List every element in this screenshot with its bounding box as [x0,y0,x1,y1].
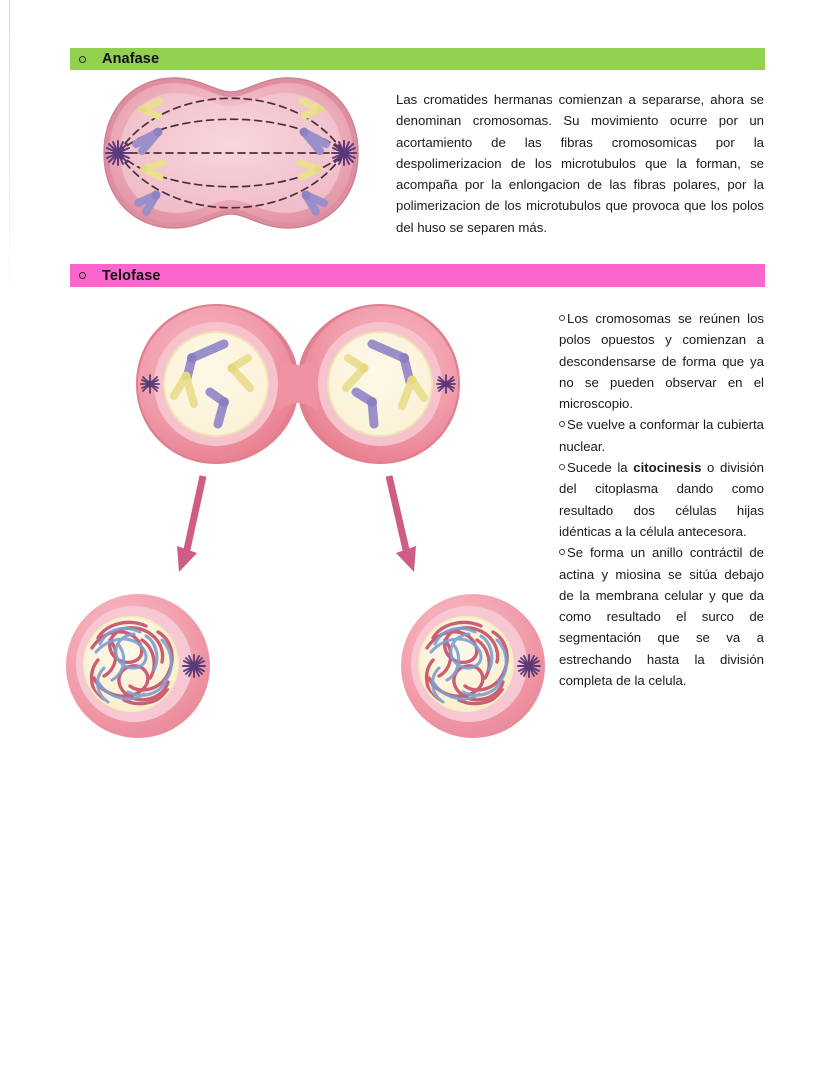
telofase-bullet-3-text-post: o división del citoplasma dando como res… [559,460,764,539]
telofase-bullet-3-text-pre: Sucede la [567,460,634,476]
centrosome-aster-icon [182,654,206,678]
anaphase-cell-diagram [96,72,366,239]
daughter-cell-left [58,582,238,755]
telofase-body-text: Los cromosomas se reúnen los polos opues… [559,308,764,691]
section-title-telofase: Telofase [102,267,161,284]
section-header-telofase: Telofase [70,264,765,287]
telofase-bullet-4: Se forma un anillo contráctil de actina … [559,542,764,691]
hollow-circle-bullet-icon [559,421,565,428]
hollow-circle-bullet-icon [559,549,565,556]
chromosome [138,97,164,120]
hollow-circle-bullet-icon [79,55,86,63]
hollow-circle-bullet-icon [79,272,86,279]
section-title-anafase: Anafase [102,51,160,67]
hollow-circle-bullet-icon [559,464,565,471]
telophase-cell-diagram [128,296,468,477]
telofase-bullet-4-text: Se forma un anillo contráctil de actina … [559,545,764,689]
telofase-bullet-2-text: Se vuelve a conformar la cubierta nuclea… [559,417,764,454]
telofase-bullet-3: Sucede la citocinesis o división del cit… [559,457,764,542]
anafase-body-text: Las cromatides hermanas comienzan a sepa… [396,92,764,235]
telofase-bullet-1-text: Los cromosomas se reúnen los polos opues… [559,311,764,412]
telofase-bullet-3-keyword: citocinesis [633,460,702,476]
centrosome-aster-icon [517,654,541,678]
page-border-line [9,0,10,300]
centrosome-aster-icon [140,374,456,394]
centrosome-aster-icon [105,140,357,166]
telofase-bullet-2: Se vuelve a conformar la cubierta nuclea… [559,414,764,457]
telofase-bullet-1: Los cromosomas se reúnen los polos opues… [559,308,764,414]
section-header-anafase: Anafase [70,48,765,70]
hollow-circle-bullet-icon [559,315,565,321]
divergent-arrows [155,468,435,583]
daughter-cell-right [393,582,573,755]
